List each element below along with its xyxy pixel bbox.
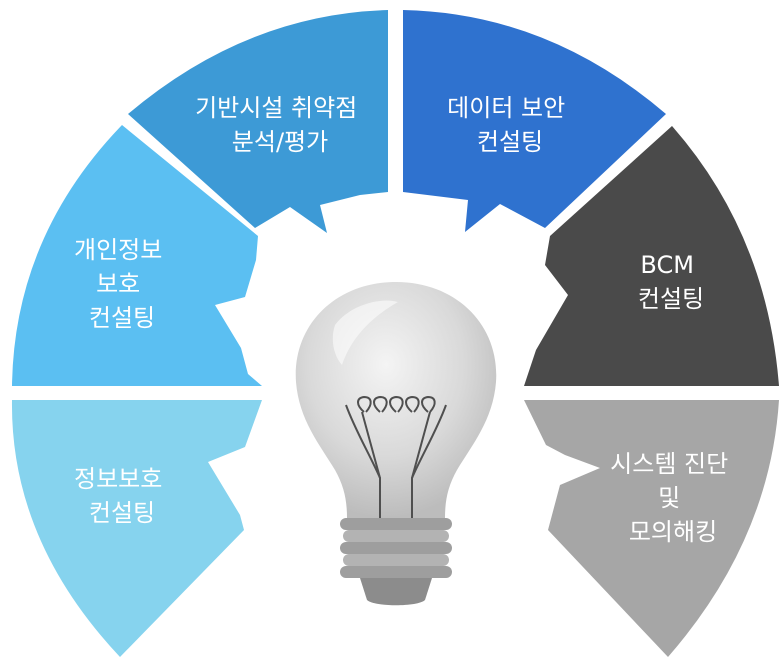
segment-infosec: 정보보호 컨설팅	[11, 400, 262, 657]
lightbulb-icon	[295, 282, 497, 606]
segment-pentest-label: 시스템 진단 및 모의해킹	[610, 450, 736, 546]
segment-privacy-line-3: 컨설팅	[89, 304, 155, 332]
segment-bcm-line-2: 컨설팅	[638, 285, 704, 313]
segment-pentest-line-1: 시스템 진단	[610, 450, 728, 478]
segment-infosec-line-2: 컨설팅	[89, 499, 155, 527]
segment-pentest-shape	[524, 400, 779, 657]
segment-pentest: 시스템 진단 및 모의해킹	[524, 400, 779, 657]
segment-infosec-label: 정보보호 컨설팅	[74, 465, 170, 527]
lightbulb-base	[340, 518, 452, 606]
segment-infra: 기반시설 취약점 분석/평가	[128, 10, 388, 233]
segment-data-shape	[403, 10, 666, 232]
segment-infra-line-2: 분석/평가	[232, 128, 328, 156]
segment-bcm: BCM 컨설팅	[524, 126, 779, 386]
lightbulb-filament	[345, 395, 447, 518]
segment-infra-line-1: 기반시설 취약점	[195, 94, 357, 122]
segment-bcm-label: BCM 컨설팅	[638, 251, 704, 313]
segment-data-line-1: 데이터 보안	[447, 94, 565, 122]
segment-data-line-2: 컨설팅	[477, 128, 543, 156]
segment-privacy-label: 개인정보 보호 컨설팅	[74, 236, 170, 332]
segment-privacy-line-2: 보호	[96, 270, 140, 298]
segment-infra-shape	[128, 10, 388, 233]
segment-infosec-shape	[11, 400, 262, 657]
segment-privacy-line-1: 개인정보	[74, 236, 162, 264]
segment-data: 데이터 보안 컨설팅	[403, 10, 666, 232]
segment-bcm-shape	[524, 126, 779, 386]
lightbulb-glass	[295, 282, 497, 518]
segment-infosec-line-1: 정보보호	[74, 465, 162, 493]
segment-data-label: 데이터 보안 컨설팅	[447, 94, 573, 156]
segment-privacy: 개인정보 보호 컨설팅	[12, 125, 262, 386]
segment-infra-label: 기반시설 취약점 분석/평가	[195, 94, 365, 156]
segment-bcm-line-1: BCM	[640, 251, 694, 279]
segment-pentest-line-2: 및	[658, 484, 680, 512]
lightbulb-highlight	[332, 300, 398, 365]
segment-pentest-line-3: 모의해킹	[629, 518, 717, 546]
segment-privacy-shape	[12, 125, 262, 386]
